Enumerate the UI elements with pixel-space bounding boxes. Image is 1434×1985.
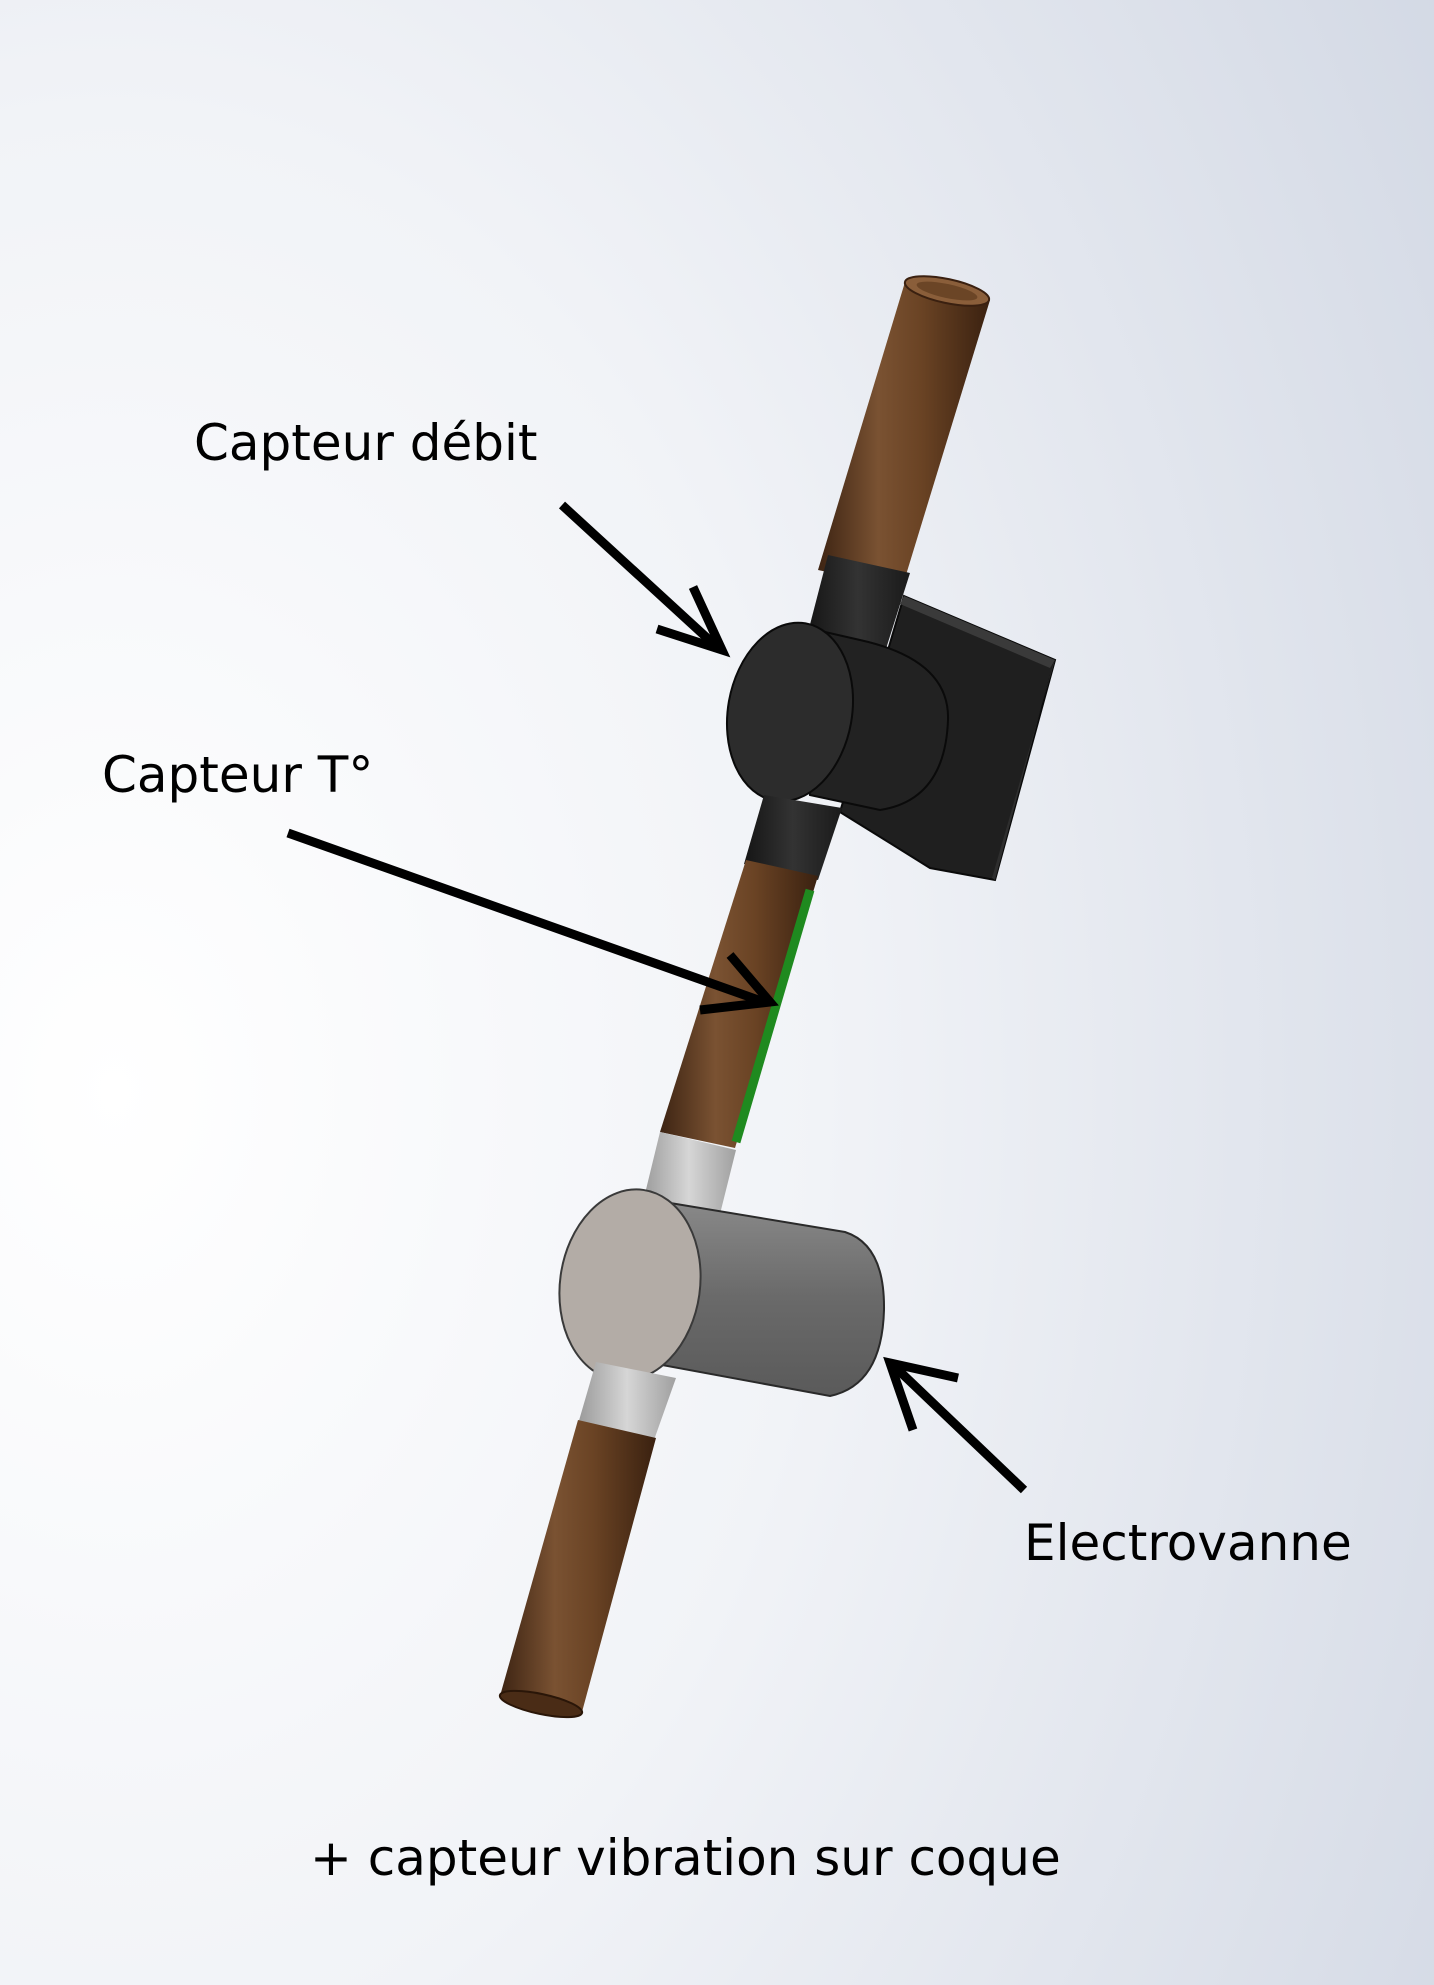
temperature-sensor-label: Capteur T° [102, 746, 374, 804]
vibration-sensor-footnote: + capteur vibration sur coque [310, 1829, 1061, 1887]
solenoid-valve [558, 1132, 886, 1440]
solenoid-valve-label: Electrovanne [1024, 1514, 1352, 1572]
copper-pipe-lower [498, 1420, 656, 1719]
copper-pipe-upper [818, 275, 991, 588]
flow-sensor [725, 555, 1057, 882]
flow-sensor-label: Capteur débit [194, 414, 538, 472]
arrow-temperature-sensor [286, 828, 779, 1015]
arrow-flow-sensor [558, 501, 731, 658]
temperature-sensor-strip [731, 888, 815, 1144]
arrow-solenoid-valve [883, 1356, 1028, 1494]
